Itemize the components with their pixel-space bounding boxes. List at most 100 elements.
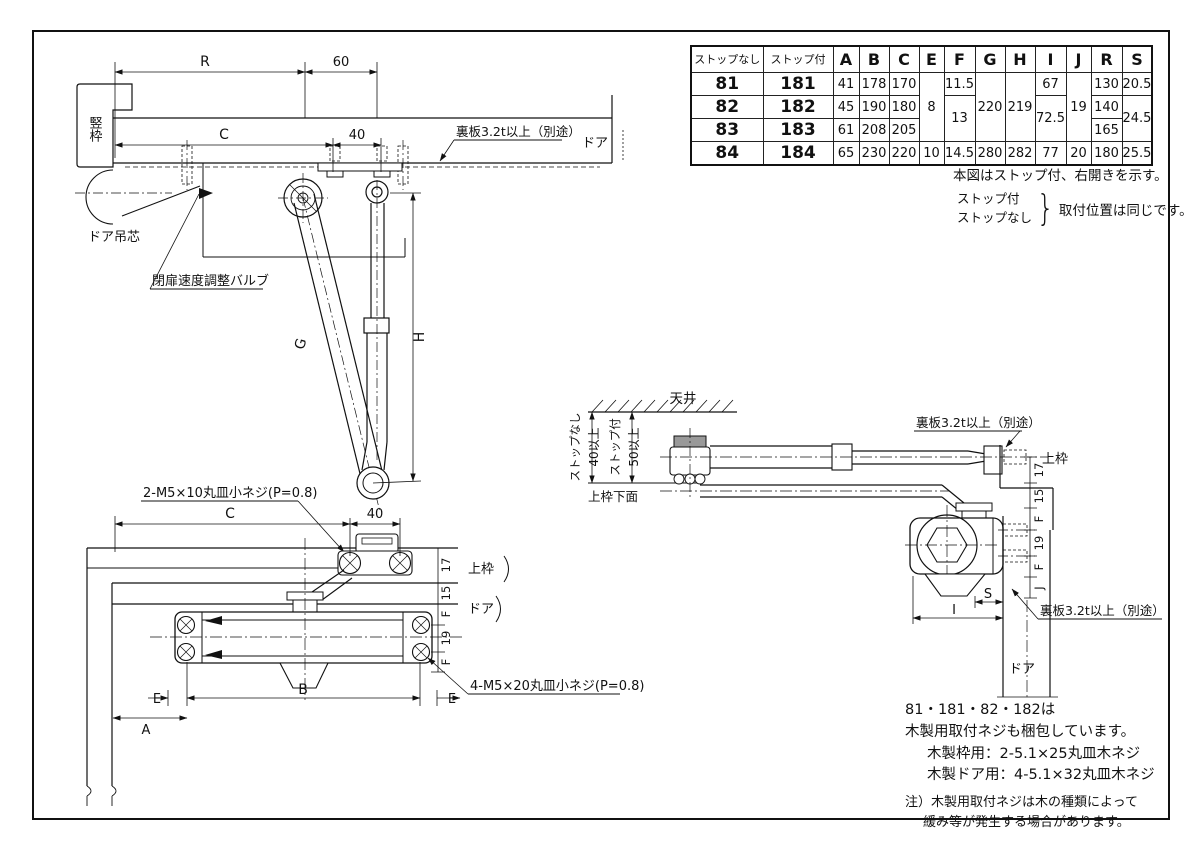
col-header-a: A bbox=[832, 45, 860, 73]
plan-door-label: ドア bbox=[582, 136, 608, 151]
plan-dim-c: C bbox=[219, 127, 229, 143]
wood-line-5: 注）木製用取付ネジは木の種類によって bbox=[905, 795, 1138, 810]
plan-dim-g: G bbox=[292, 337, 310, 352]
plan-valve-label: 閉扉速度調整バルブ bbox=[152, 273, 269, 289]
side-50min-label: 50以上 bbox=[627, 427, 641, 466]
col-header-nostop: ストップなし bbox=[690, 45, 764, 73]
table-row-83: 83 183 61 208 205 165 bbox=[690, 118, 1152, 142]
cell-model: 184 bbox=[762, 141, 834, 166]
front-dim-e1: E bbox=[153, 692, 161, 707]
plan-door-pivot-label: ドア吊芯 bbox=[88, 230, 140, 245]
cell-model: 183 bbox=[762, 118, 834, 142]
cell-r: 130 bbox=[1090, 72, 1123, 96]
front-dim-b: B bbox=[298, 682, 308, 698]
side-dim-f2: F bbox=[1032, 564, 1046, 571]
front-dim-40: 40 bbox=[367, 507, 384, 522]
side-withstop-label: ストップ付 bbox=[608, 418, 622, 476]
front-dim-f1: F bbox=[439, 611, 453, 618]
front-dim-19: 19 bbox=[439, 631, 453, 646]
side-40min-label: 40以上 bbox=[587, 427, 601, 466]
front-dim-17: 17 bbox=[439, 558, 453, 573]
wood-line-1: 81・181・82・182は bbox=[905, 702, 1056, 718]
cell-model: 81 bbox=[690, 72, 764, 96]
wood-line-6: 緩み等が発生する場合があります。 bbox=[923, 814, 1130, 830]
table-row-84: 84 184 65 230 220 10 14.5 280 282 77 20 … bbox=[690, 141, 1153, 166]
side-view bbox=[588, 399, 1162, 700]
front-dim-15: 15 bbox=[439, 586, 453, 601]
wood-line-2: 木製用取付ネジも梱包しています。 bbox=[905, 723, 1136, 740]
front-topframe-label: 上枠 bbox=[468, 562, 494, 577]
front-door-label: ドア bbox=[468, 602, 494, 617]
cell-h: 282 bbox=[1004, 141, 1036, 166]
cell-c: 180 bbox=[888, 95, 920, 119]
front-dim-f2: F bbox=[439, 659, 453, 666]
side-nostop-label: ストップなし bbox=[568, 413, 582, 482]
cell-b: 230 bbox=[858, 141, 890, 166]
stop-without-label: ストップなし bbox=[957, 209, 1033, 225]
cell-g: 220 bbox=[974, 72, 1006, 142]
cell-j: 20 bbox=[1065, 141, 1092, 166]
brace-glyph: } bbox=[1036, 188, 1055, 229]
side-topframe-label: 上枠 bbox=[1042, 452, 1068, 467]
col-header-r: R bbox=[1090, 45, 1123, 73]
cell-b: 190 bbox=[858, 95, 890, 119]
cell-model: 83 bbox=[690, 118, 764, 142]
cell-model: 82 bbox=[690, 95, 764, 119]
wood-line-4: 木製ドア用：4-5.1×32丸皿木ネジ bbox=[927, 767, 1155, 784]
figure-note: 本図はストップ付、右開きを示す。 bbox=[953, 168, 1168, 184]
side-dim-17: 17 bbox=[1032, 463, 1046, 478]
col-header-i: I bbox=[1034, 45, 1067, 73]
stop-position-note: ストップ付 ストップなし } 取付位置は同じです。 bbox=[957, 188, 1193, 229]
side-dim-19: 19 bbox=[1032, 536, 1046, 551]
cell-h: 219 bbox=[1004, 72, 1036, 142]
side-dim-f1: F bbox=[1032, 516, 1046, 523]
cell-j: 19 bbox=[1065, 72, 1092, 142]
cell-i: 72.5 bbox=[1034, 95, 1067, 142]
cell-f: 13 bbox=[943, 95, 976, 142]
cell-i: 67 bbox=[1034, 72, 1067, 96]
cell-e: 8 bbox=[918, 72, 945, 142]
cell-s: 20.5 bbox=[1121, 72, 1153, 96]
side-framebottom-label: 上枠下面 bbox=[588, 489, 638, 504]
cell-c: 170 bbox=[888, 72, 920, 96]
stop-with-label: ストップ付 bbox=[957, 191, 1020, 207]
cell-a: 61 bbox=[832, 118, 860, 142]
spec-table: ストップなし ストップ付 A B C E F G H I J R S 81 18… bbox=[690, 45, 1154, 166]
cell-b: 208 bbox=[858, 118, 890, 142]
page-border bbox=[32, 30, 1170, 820]
col-header-e: E bbox=[918, 45, 945, 73]
front-dim-c: C bbox=[225, 506, 235, 522]
front-view bbox=[86, 516, 620, 806]
side-dim-j: J bbox=[1032, 586, 1046, 590]
col-header-b: B bbox=[858, 45, 890, 73]
col-header-c: C bbox=[888, 45, 920, 73]
cell-c: 205 bbox=[888, 118, 920, 142]
cell-i: 77 bbox=[1034, 141, 1067, 166]
cell-e: 10 bbox=[918, 141, 945, 166]
wood-line-3: 木製枠用：2-5.1×25丸皿木ネジ bbox=[927, 745, 1141, 762]
cell-model: 182 bbox=[762, 95, 834, 119]
plan-dim-60: 60 bbox=[333, 55, 350, 70]
plan-dim-r: R bbox=[200, 54, 210, 70]
side-ceiling-label: 天井 bbox=[670, 391, 697, 407]
col-header-j: J bbox=[1065, 45, 1092, 73]
side-backplate-bottom-label: 裏板3.2t以上（別途） bbox=[1040, 603, 1165, 618]
front-dim-a: A bbox=[142, 723, 151, 738]
cell-c: 220 bbox=[888, 141, 920, 166]
plan-jamb-label: 竪枠 bbox=[87, 116, 103, 142]
side-dim-15: 15 bbox=[1032, 489, 1046, 504]
table-row-82: 82 182 45 190 180 13 72.5 140 24.5 bbox=[690, 95, 1153, 142]
side-dim-i: I bbox=[952, 603, 956, 618]
cell-s: 24.5 bbox=[1121, 95, 1153, 142]
col-header-withstop: ストップ付 bbox=[762, 45, 834, 73]
side-dim-s: S bbox=[984, 587, 992, 602]
side-backplate-top-label: 裏板3.2t以上（別途） bbox=[916, 415, 1041, 430]
cell-a: 41 bbox=[832, 72, 860, 96]
cell-model: 84 bbox=[690, 141, 764, 166]
table-header-row: ストップなし ストップ付 A B C E F G H I J R S bbox=[690, 45, 1153, 73]
same-position-label: 取付位置は同じです。 bbox=[1058, 202, 1193, 219]
side-door-label: ドア bbox=[1009, 662, 1035, 677]
col-header-f: F bbox=[943, 45, 976, 73]
plan-dim-40: 40 bbox=[349, 128, 366, 143]
